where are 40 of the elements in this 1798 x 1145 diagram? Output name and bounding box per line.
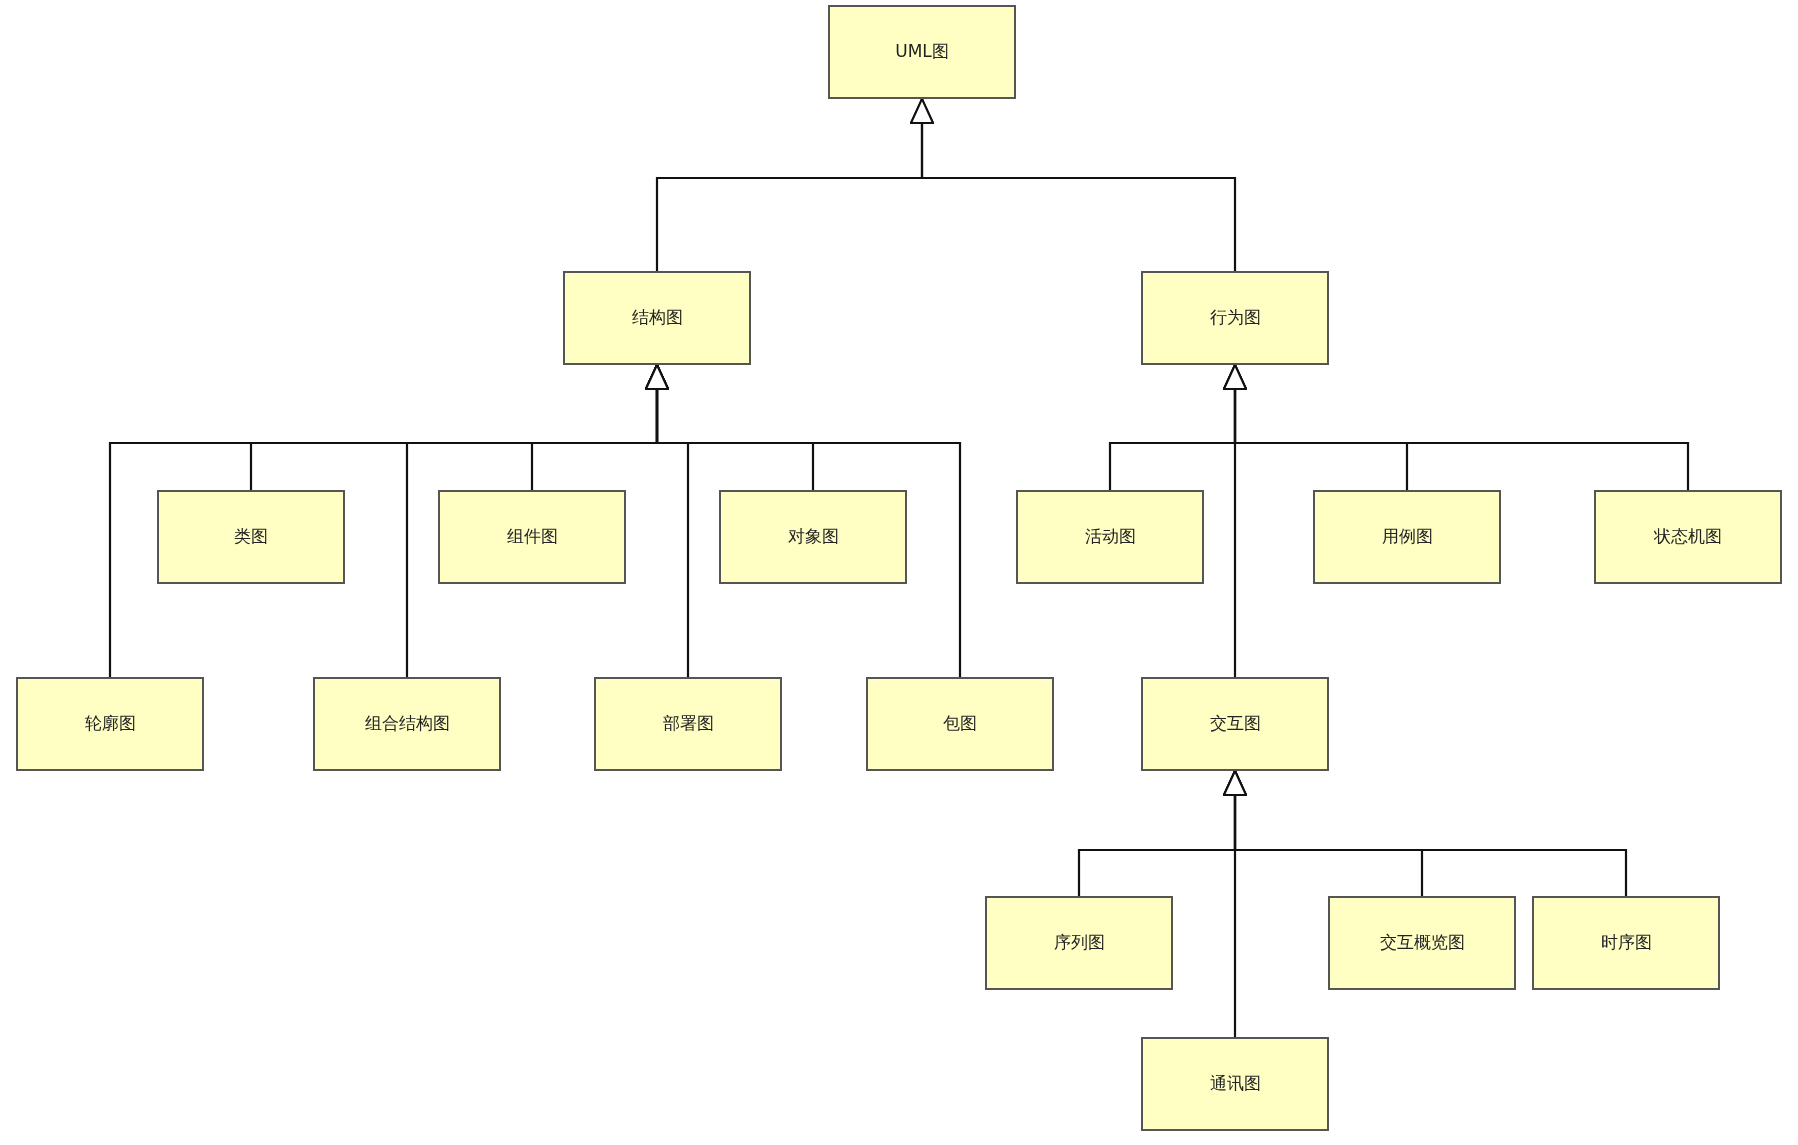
box-label: 通讯图	[1209, 1072, 1261, 1096]
diagram-box	[313, 677, 501, 771]
diagram-box	[1313, 490, 1501, 584]
diagram-box	[157, 490, 345, 584]
box-label: 组件图	[506, 525, 558, 549]
box-label: 状态机图	[1654, 525, 1722, 549]
diagram-box	[563, 271, 751, 365]
box-label: 行为图	[1209, 306, 1261, 330]
box-label: 交互概览图	[1379, 931, 1465, 955]
box-label: 结构图	[631, 306, 683, 330]
box-label: 交互图	[1209, 712, 1261, 736]
box-label: 轮廓图	[84, 712, 136, 736]
box-label: 部署图	[662, 712, 714, 736]
box-label: 组合结构图	[364, 712, 450, 736]
box-label: 对象图	[787, 525, 839, 549]
box-label: 用例图	[1381, 525, 1433, 549]
diagram-box	[719, 490, 907, 584]
box-label: 序列图	[1053, 931, 1105, 955]
diagram-box	[1016, 490, 1204, 584]
diagram-box	[866, 677, 1054, 771]
box-label: 包图	[943, 712, 977, 736]
diagram-box	[1141, 271, 1329, 365]
diagram-box	[594, 677, 782, 771]
generalization-arrow	[645, 364, 962, 677]
box-label: 活动图	[1084, 525, 1136, 549]
box-label: 类图	[234, 525, 268, 549]
diagram-box	[1532, 896, 1720, 990]
diagram-box	[16, 677, 204, 771]
diagram-box	[828, 5, 1016, 99]
diagram-box	[985, 896, 1173, 990]
box-label: 时序图	[1600, 931, 1652, 955]
box-label: UML图	[895, 40, 949, 64]
generalization-arrow	[910, 98, 1237, 271]
diagram-box	[438, 490, 626, 584]
diagram-box	[1594, 490, 1782, 584]
diagram-box	[1328, 896, 1516, 990]
diagram-box	[1141, 1037, 1329, 1131]
generalization-arrow	[1223, 364, 1247, 677]
diagram-box	[1141, 677, 1329, 771]
generalization-arrow	[1223, 770, 1628, 896]
